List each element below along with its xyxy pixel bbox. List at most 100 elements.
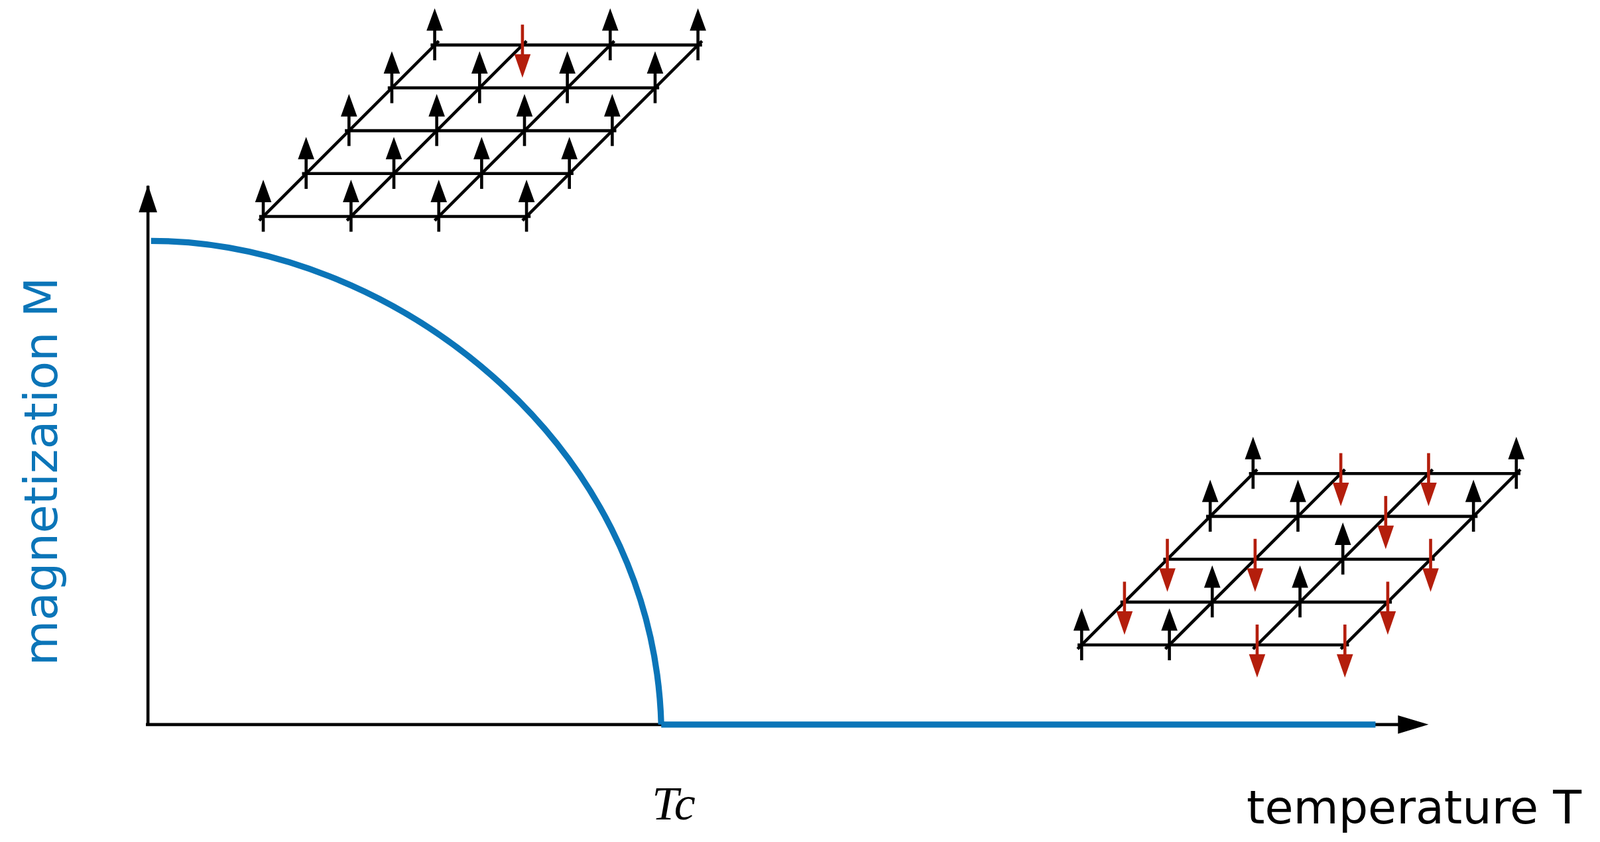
spin-shaft: [1426, 452, 1431, 486]
lattice-bond: [346, 41, 527, 221]
lattice-bond: [1165, 469, 1345, 650]
spin-shaft: [1296, 499, 1300, 532]
spin-shaft: [1210, 584, 1215, 618]
spin-up-arrow: [518, 179, 536, 232]
spin-head: [558, 51, 576, 74]
spin-shaft: [480, 156, 484, 189]
spin-down-arrow: [1377, 495, 1395, 550]
spin-shaft: [392, 156, 396, 189]
spin-head: [560, 136, 578, 160]
spin-head: [1202, 479, 1219, 502]
spin-up-arrow: [1289, 479, 1307, 532]
spin-head: [1507, 436, 1525, 460]
lattice-bond: [259, 214, 531, 219]
spin-head: [340, 94, 358, 117]
spin-shaft: [1123, 581, 1127, 615]
spin-shaft: [610, 113, 615, 146]
spin-down-arrow: [1379, 581, 1397, 635]
spin-head: [602, 8, 619, 32]
lattice-bond: [1120, 600, 1392, 605]
lattice-bond: [522, 41, 703, 221]
spin-head: [1377, 525, 1395, 550]
spin-shaft: [436, 198, 441, 232]
spin-shaft: [567, 156, 571, 189]
spin-head: [430, 179, 447, 203]
spin-shaft: [1341, 541, 1345, 575]
spin-up-arrow: [1334, 522, 1352, 575]
spin-shaft: [653, 70, 658, 103]
spin-up-arrow: [602, 8, 619, 61]
spin-head: [518, 179, 536, 203]
spin-head: [471, 51, 489, 74]
spin-up-arrow: [689, 8, 707, 61]
spin-head: [426, 8, 443, 32]
spin-up-arrow: [516, 94, 534, 146]
spin-up-arrow: [1073, 608, 1091, 660]
spin-shaft: [1515, 456, 1519, 489]
spin-up-arrow: [1244, 436, 1262, 489]
lattice-bond: [1253, 469, 1433, 650]
lattice-bond: [387, 86, 660, 90]
lattice-bond: [1249, 472, 1521, 476]
lattice-bond: [259, 41, 439, 221]
spin-shaft: [608, 27, 613, 61]
y-axis-label: magnetization M: [17, 277, 65, 666]
spin-shaft: [521, 24, 525, 58]
spin-up-arrow: [297, 136, 315, 189]
spin-shaft: [1165, 539, 1170, 572]
critical-temperature-label: Tc: [651, 779, 695, 828]
lattice-bond: [1077, 643, 1349, 647]
lattice-bond: [1340, 469, 1521, 650]
spin-shaft: [304, 156, 308, 189]
spin-head: [385, 136, 403, 160]
spin-shaft: [1167, 627, 1171, 661]
spin-up-arrow: [471, 51, 489, 103]
spin-head: [604, 94, 621, 117]
lattice-bond: [434, 41, 615, 221]
zero-magnetization-line: [661, 721, 1376, 728]
spin-up-arrow: [560, 136, 578, 189]
lattice-bond: [302, 172, 574, 176]
spin-up-arrow: [558, 51, 576, 103]
spin-shaft: [696, 27, 700, 61]
spin-up-arrow: [604, 94, 621, 146]
spin-shaft: [1472, 499, 1476, 532]
spin-head: [1116, 611, 1134, 635]
spin-head: [1291, 565, 1309, 589]
magnetization-curve: [151, 240, 662, 725]
spin-shaft: [525, 198, 529, 232]
spin-down-arrow: [1336, 624, 1354, 678]
spin-down-arrow: [1247, 539, 1264, 593]
spin-head: [1244, 436, 1262, 460]
spin-head: [1161, 608, 1178, 631]
spin-up-arrow: [1204, 565, 1221, 618]
spin-shaft: [1386, 581, 1390, 615]
spin-head: [428, 94, 445, 117]
spin-head: [516, 94, 534, 117]
spin-down-arrow: [1332, 452, 1350, 506]
spin-down-arrow: [1159, 539, 1176, 593]
spin-down-arrow: [1422, 539, 1439, 593]
spin-head: [297, 136, 315, 160]
spin-head: [647, 51, 664, 74]
lattice-bond: [1163, 557, 1435, 561]
spin-shaft: [1339, 452, 1343, 486]
spin-up-arrow: [1465, 479, 1482, 532]
spin-head: [1249, 654, 1266, 678]
spin-head: [1465, 479, 1482, 502]
spin-shaft: [523, 113, 527, 146]
spin-up-arrow: [647, 51, 664, 103]
spin-shaft: [1255, 624, 1260, 658]
lattice-bond: [1077, 469, 1258, 650]
spin-head: [1332, 482, 1350, 506]
spin-up-arrow: [430, 179, 447, 232]
spin-up-arrow: [340, 94, 358, 146]
spin-head: [1379, 611, 1397, 635]
spin-shaft: [1384, 495, 1388, 529]
spin-shaft: [434, 113, 439, 146]
spin-shaft: [432, 27, 437, 61]
spin-head: [689, 8, 707, 32]
spin-up-arrow: [385, 136, 403, 189]
